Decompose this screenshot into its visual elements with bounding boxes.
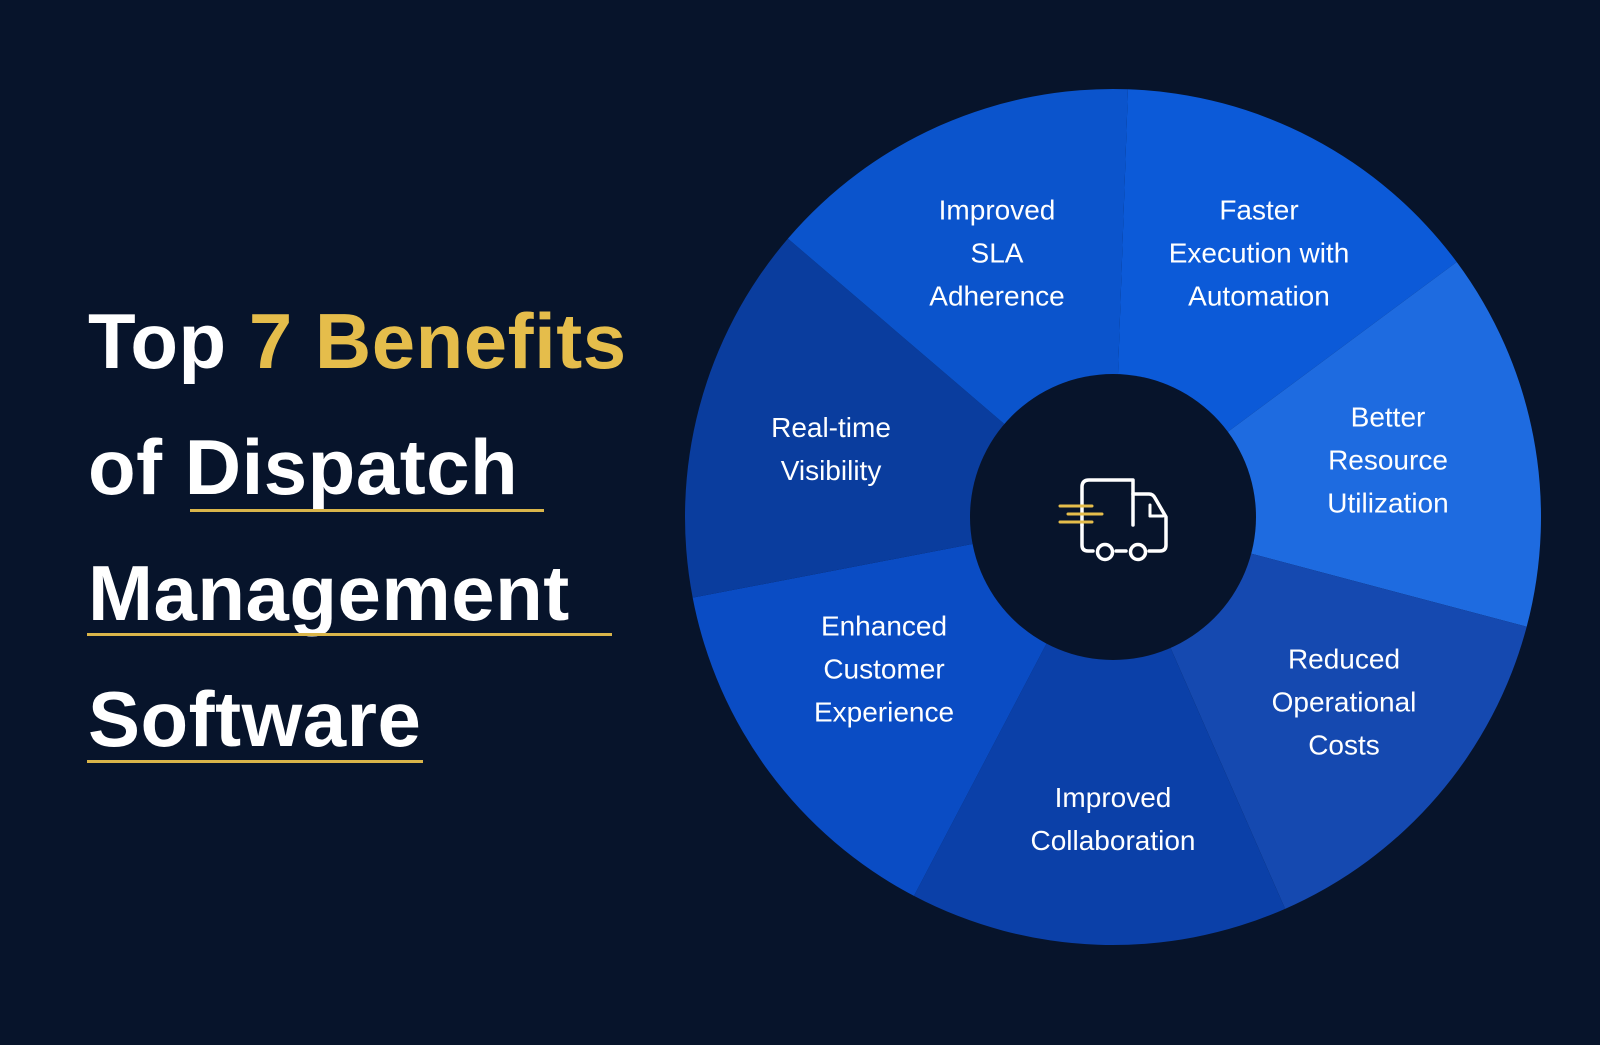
segment-label-line: Customer [823, 653, 945, 685]
segment-label-line: SLA [970, 237, 1024, 269]
wheel-segment [1225, 261, 1541, 627]
wheel-segment [685, 238, 1007, 598]
title-line-4: Software [88, 675, 422, 763]
segment-label-line: Collaboration [1030, 825, 1196, 856]
segment-label-line: Enhanced [820, 610, 948, 642]
segment-label-line: Costs [1308, 729, 1380, 761]
segment-label-line: Experience [813, 696, 955, 728]
segment-label-line: Better [1350, 401, 1426, 433]
title-line-3: Management [88, 549, 570, 637]
wheel-segment [1169, 552, 1527, 909]
wheel-segment [692, 543, 1048, 896]
hub-circle [970, 374, 1256, 660]
delivery-truck-icon [1058, 478, 1168, 562]
segment-label-line: Improved [938, 194, 1056, 226]
underline-dispatch [190, 509, 544, 512]
segment-label-line: Real-time [771, 412, 891, 443]
title-line-2: of Dispatch [88, 423, 519, 511]
underline-software [87, 760, 423, 763]
title-prefix: Top [88, 297, 249, 385]
wheel-segment [1117, 89, 1457, 434]
segment-label-line: Execution with [1168, 237, 1350, 269]
segment-label-line: Automation [1188, 280, 1330, 312]
segment-label-line: Improved [1054, 782, 1172, 813]
segment-label-line: Reduced [1287, 643, 1401, 675]
wheel-segment [913, 640, 1286, 945]
underline-management [87, 633, 612, 636]
segment-label-line: Visibility [780, 455, 882, 486]
segment-label-line: Faster [1219, 194, 1299, 226]
page-title: Top 7 Benefits of Dispatch Management So… [88, 278, 627, 782]
segment-label-line: Resource [1328, 444, 1448, 476]
segment-label-line: Operational [1271, 686, 1417, 718]
title-accent: 7 Benefits [248, 297, 627, 385]
title-line-1: Top 7 Benefits [88, 278, 627, 404]
segment-label-line: Adherence [929, 280, 1065, 312]
wheel-segment [787, 88, 1128, 426]
segment-label-line: Utilization [1327, 487, 1449, 519]
